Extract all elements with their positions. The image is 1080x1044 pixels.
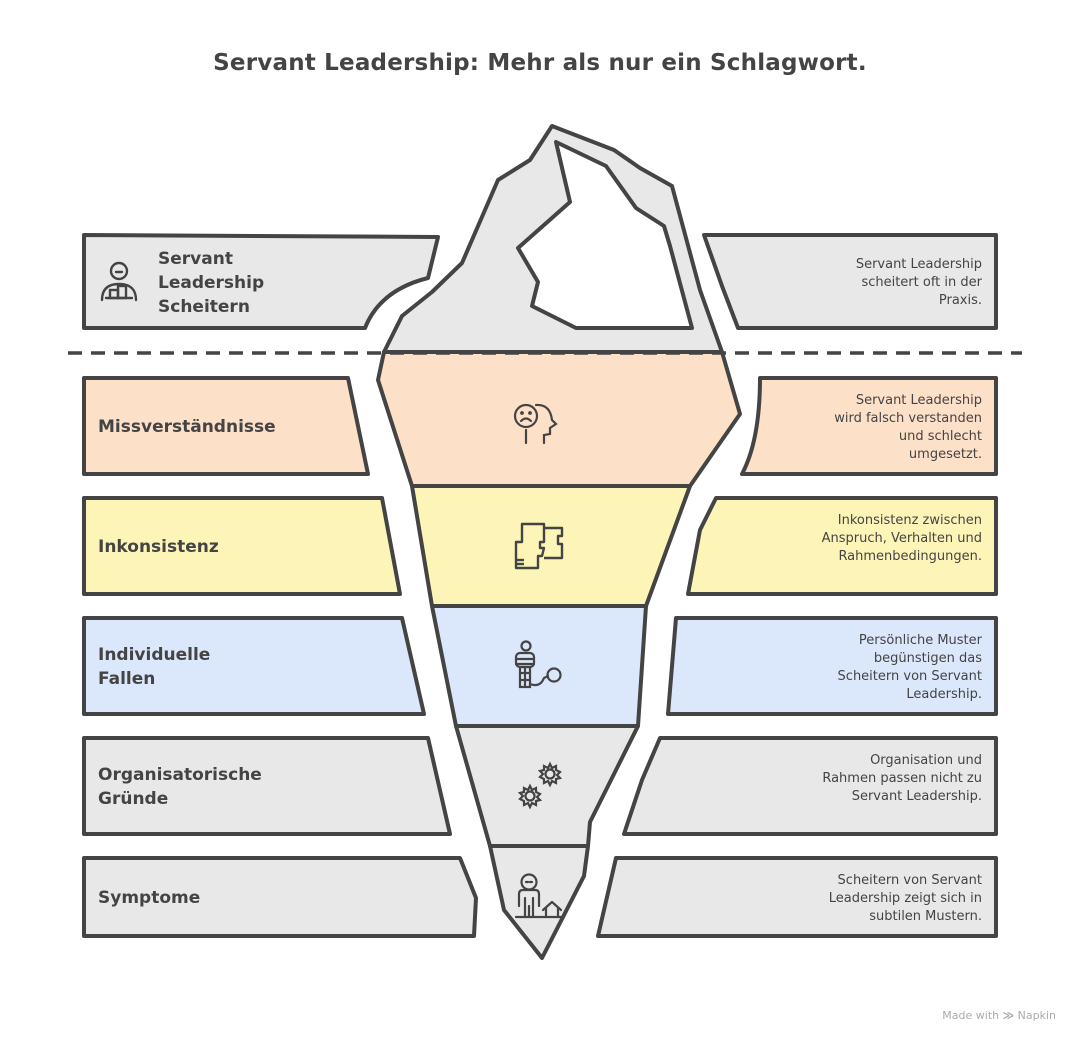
layer-4-left-box: [82, 736, 452, 836]
layer-2-label: Inkonsistenz: [98, 537, 219, 557]
header-label: Servant Leadership Scheitern: [158, 249, 265, 317]
prisoner-ball-chain-icon: [512, 640, 566, 696]
header-right-box: [702, 233, 998, 330]
layer-1-right-box: [740, 376, 998, 476]
leader-presenting-icon: [96, 258, 142, 308]
layer-4-right-box: [622, 736, 998, 836]
layer-2-left-box: [82, 496, 402, 596]
layer-1-left-box: [82, 376, 370, 476]
layer-3-left-box: [82, 616, 426, 716]
layer-4-label: Organisatorische Gründe: [98, 765, 262, 809]
header-description: Servant Leadership scheitert oft in der …: [855, 257, 982, 308]
layer-4-description: Organisation und Rahmen passen nicht zu …: [822, 753, 982, 804]
page-title: Servant Leadership: Mehr als nur ein Sch…: [213, 50, 867, 76]
layer-5-left-box: [82, 856, 478, 938]
confused-head-icon: [512, 402, 562, 452]
iceberg-highlight: [516, 140, 694, 330]
layer-3-label: Individuelle Fallen: [98, 645, 211, 689]
gears-icon: [514, 760, 566, 816]
header-left-box: [82, 233, 440, 330]
layer-3-right-box: [666, 616, 998, 716]
layer-5-label: Symptome: [98, 888, 201, 908]
layer-1-label: Missverständnisse: [98, 417, 276, 437]
napkin-logo-icon: ≫: [1002, 1009, 1015, 1022]
person-house-icon: [512, 872, 566, 926]
layer-2-right-box: [686, 496, 998, 596]
layer-4-center: [454, 724, 640, 848]
layer-5-description: Scheitern von Servant Leadership zeigt s…: [828, 873, 982, 924]
layer-5-right-box: [596, 856, 998, 938]
puzzle-mismatch-icon: [514, 520, 566, 576]
footer-credit: Made with ≫ Napkin: [942, 1009, 1056, 1022]
layer-2-description: Inkonsistenz zwischen Anspruch, Verhalte…: [821, 513, 982, 564]
layer-1-description: Servant Leadership wird falsch verstande…: [834, 393, 982, 462]
layer-3-description: Persönliche Muster begünstigen das Schei…: [837, 633, 982, 702]
